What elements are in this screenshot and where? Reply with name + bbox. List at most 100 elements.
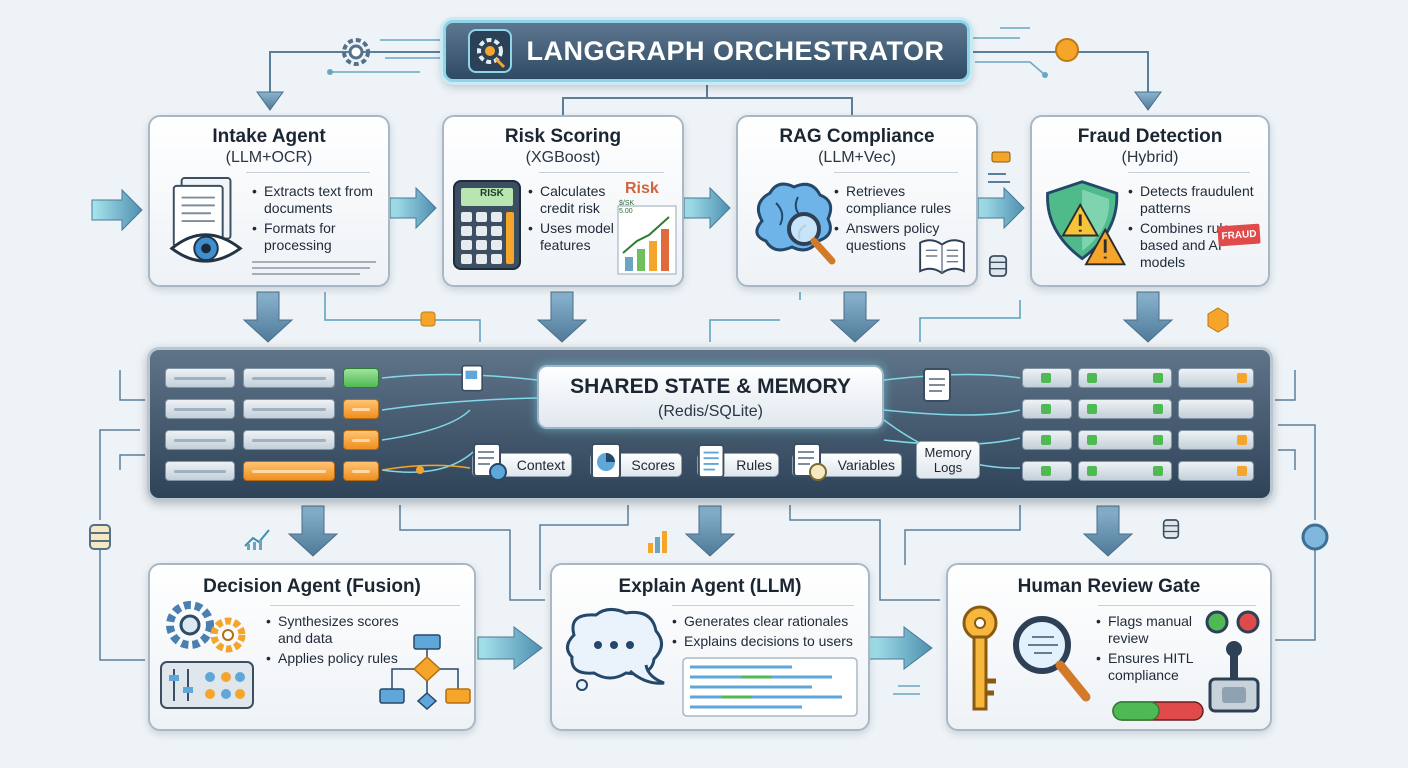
shared-state-title: SHARED STATE & MEMORY — [570, 375, 851, 398]
memory-slot — [1178, 399, 1254, 419]
chip-label: Rules — [736, 457, 772, 473]
brain-magnifier-icon — [755, 182, 836, 265]
bullet-item: Applies policy rules — [266, 650, 416, 667]
right-loop — [1275, 370, 1296, 470]
arrow-explain-human — [867, 626, 933, 670]
document-icon — [461, 364, 483, 392]
orchestrator-banner: LANGGRAPH ORCHESTRATOR — [443, 20, 970, 82]
orch-right-arrowhead — [1134, 91, 1162, 111]
rag-compliance-card[interactable]: RAG Compliance (LLM+Vec) Retrieves compl… — [736, 115, 978, 287]
database-icon — [988, 255, 1008, 277]
calculator-label: RISK — [480, 188, 504, 199]
memory-slot — [1078, 430, 1172, 450]
arrow-risk-rag — [683, 186, 731, 230]
fraud-detection-title: Fraud Detection — [1077, 126, 1223, 147]
bullet-item: Flags manual review — [1096, 613, 1214, 647]
explain-agent-card[interactable]: Explain Agent (LLM) Generates clear rati… — [550, 563, 870, 731]
arrow-shared-explain — [684, 505, 736, 557]
status-dot — [1153, 466, 1163, 476]
state-slot — [243, 430, 335, 450]
speech-bubble-icon — [566, 608, 665, 691]
feedback-line — [709, 292, 801, 342]
memory-slot — [1078, 368, 1172, 388]
rag-compliance-subtitle: (LLM+Vec) — [818, 149, 896, 166]
gears-icon — [166, 601, 246, 653]
gear-icon — [342, 38, 370, 66]
bullet-item: Detects fraudulent patterns — [1128, 183, 1268, 217]
chip-label: Context — [516, 457, 565, 473]
card-divider — [539, 172, 664, 173]
arrow-decision-explain — [477, 626, 543, 670]
state-slot-pending — [243, 461, 335, 481]
database-icon — [1162, 519, 1180, 539]
text-panel-icon — [682, 657, 858, 717]
card-divider — [834, 172, 958, 173]
bullet-item: Synthesizes scores and data — [266, 613, 416, 647]
bullet-item: Answers policy questions — [834, 220, 974, 254]
approval-toggle-icon[interactable] — [1112, 701, 1204, 721]
orchestrator-gear-icon — [468, 29, 513, 73]
risk-scoring-card[interactable]: Risk Scoring (XGBoost) Calculates credit… — [442, 115, 684, 287]
mini-chart-icon — [244, 529, 270, 550]
cube-icon — [1207, 307, 1229, 333]
risk-scoring-title: Risk Scoring — [504, 126, 622, 147]
explain-agent-title: Explain Agent (LLM) — [618, 576, 802, 597]
decision-agent-bullets: Synthesizes scores and data Applies poli… — [266, 613, 416, 670]
status-lights-icon — [1205, 610, 1260, 634]
decision-agent-title: Decision Agent (Fusion) — [203, 576, 421, 597]
control-panel-icon — [160, 661, 254, 709]
right-return — [1275, 424, 1316, 641]
rules-list-icon — [697, 444, 725, 479]
arrow-intake-down — [242, 291, 294, 343]
joystick-lever-icon[interactable] — [1204, 639, 1264, 715]
left-loop — [119, 370, 145, 470]
bullet-item: Calculates credit risk — [528, 183, 620, 217]
status-dot — [1153, 373, 1163, 383]
arrow-shared-human — [1082, 505, 1134, 557]
calculator-icon — [453, 180, 521, 270]
fraud-detection-card[interactable]: Fraud Detection (Hybrid) Detects fraudul… — [1030, 115, 1270, 287]
bottom-connector — [789, 505, 940, 601]
feedback-line — [919, 300, 1021, 342]
memory-slot — [1178, 461, 1254, 481]
arrow-intake-risk — [389, 186, 437, 230]
circuit-node — [327, 69, 333, 75]
status-dot — [1041, 373, 1051, 383]
card-divider — [246, 172, 370, 173]
circuit-deco-right — [970, 27, 1046, 76]
arrow-fraud-down — [1122, 291, 1174, 343]
status-dot — [1153, 435, 1163, 445]
mini-chart-icon — [648, 531, 667, 553]
bullet-item: Combines rule-based and AI models — [1128, 220, 1268, 271]
memory-slot — [1022, 399, 1072, 419]
status-dot — [1087, 404, 1097, 414]
human-review-card[interactable]: Human Review Gate Flags manual review En… — [946, 563, 1272, 731]
memory-slot — [1078, 399, 1172, 419]
intake-agent-card[interactable]: Intake Agent (LLM+OCR) Extracts text fro… — [148, 115, 390, 287]
memory-logs-line: Memory — [924, 445, 972, 460]
fraud-detection-bullets: Detects fraudulent patterns Combines rul… — [1128, 183, 1268, 274]
explain-agent-bullets: Generates clear rationales Explains deci… — [672, 613, 868, 653]
state-slot — [243, 368, 335, 388]
human-review-bullets: Flags manual review Ensures HITL complia… — [1096, 613, 1214, 687]
intake-agent-title: Intake Agent — [212, 126, 326, 147]
arrow-rag-fraud — [977, 186, 1025, 230]
circuit-node — [1042, 72, 1048, 78]
decision-agent-card[interactable]: Decision Agent (Fusion) Synthesizes scor… — [148, 563, 476, 731]
bullet-item: Extracts text from documents — [252, 183, 384, 217]
document-eye-icon — [169, 177, 243, 263]
bottom-connector — [904, 505, 1021, 565]
document-icon — [923, 368, 951, 402]
orch-mid-lines — [562, 82, 853, 115]
left-return — [99, 429, 145, 661]
feedback-line — [324, 292, 481, 342]
key-magnifier-icon — [962, 605, 1091, 711]
memory-logs-box[interactable]: Memory Logs — [916, 441, 980, 479]
bullet-item: Generates clear rationales — [672, 613, 868, 630]
bullet-item: Ensures HITL compliance — [1096, 650, 1214, 684]
dash-lines — [893, 685, 920, 695]
intake-agent-bullets: Extracts text from documents Formats for… — [252, 183, 384, 257]
shared-state-core: SHARED STATE & MEMORY (Redis/SQLite) — [537, 365, 884, 429]
